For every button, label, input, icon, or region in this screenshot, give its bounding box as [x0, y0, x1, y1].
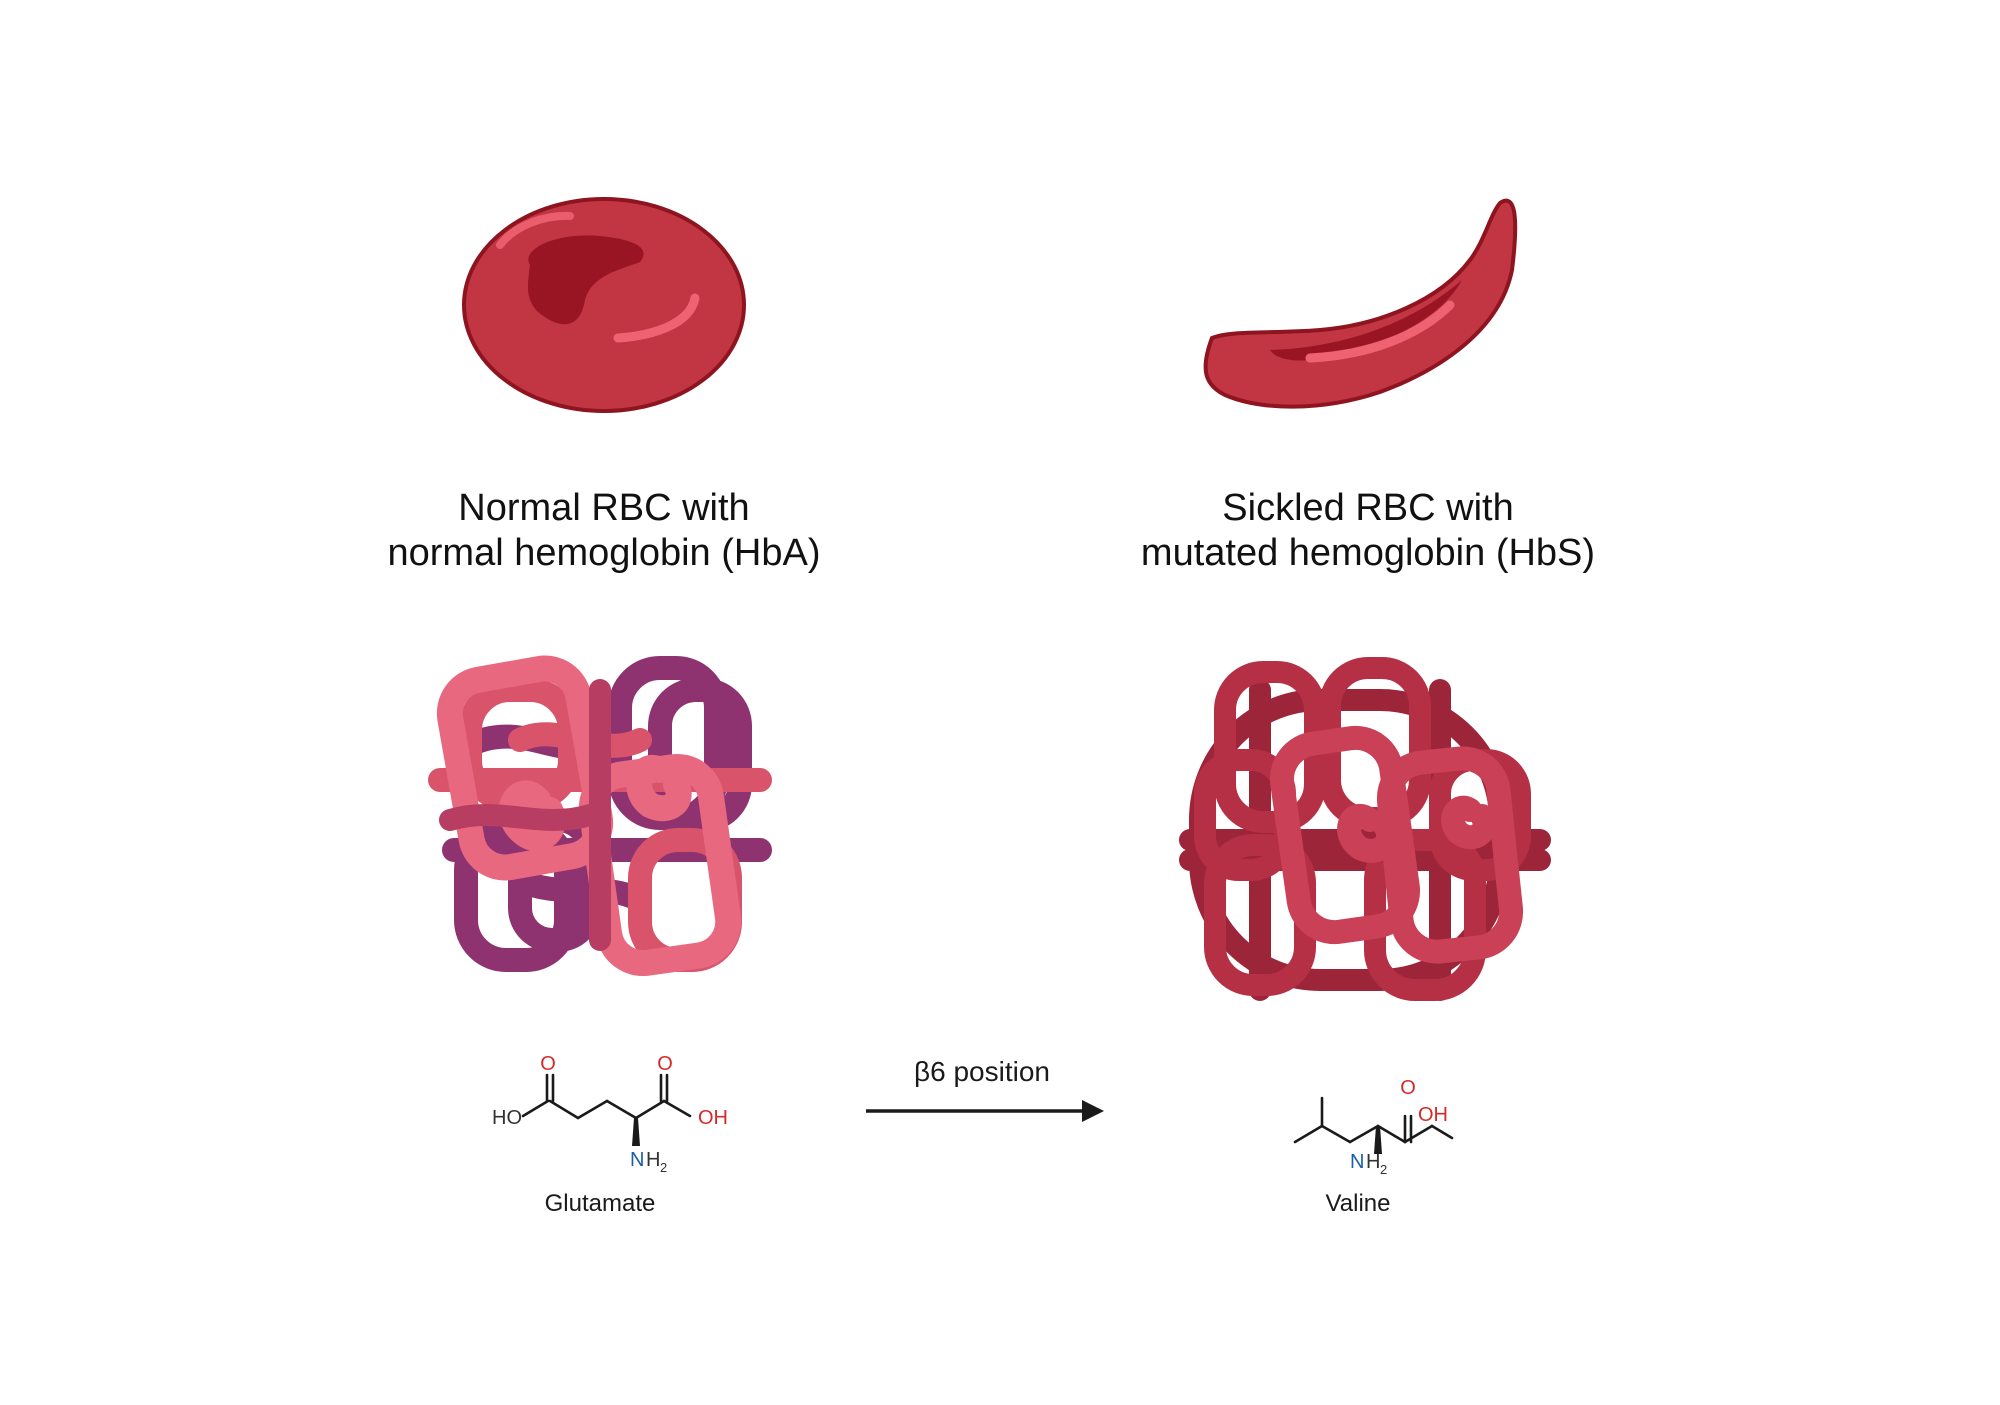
mutated-hemoglobin-structure: [1179, 657, 1551, 1001]
title-line: Normal RBC with: [458, 487, 750, 529]
title-line: mutated hemoglobin (HbS): [1140, 532, 1596, 574]
title-line: Sickled RBC with: [1222, 487, 1514, 529]
oxygen-label: O: [540, 1053, 556, 1075]
subscript-label: 2: [1380, 1162, 1387, 1177]
normal-rbc: [462, 197, 746, 413]
normal-hemoglobin-structure: [428, 655, 772, 977]
nitrogen-label: N: [1350, 1151, 1364, 1173]
glutamate-structure: O HO O OH N H 2: [492, 1053, 728, 1175]
glutamate-label: Glutamate: [544, 1190, 656, 1217]
valine-structure: O OH N H 2: [1293, 1077, 1454, 1177]
hydroxyl-label: HO: [492, 1107, 522, 1129]
hydroxyl-label: OH: [1418, 1104, 1448, 1126]
wedge-bond: [1374, 1126, 1382, 1154]
valine-label: Valine: [1325, 1190, 1391, 1217]
oxygen-label: O: [657, 1053, 673, 1075]
nitrogen-label: N: [630, 1149, 644, 1171]
title-line: normal hemoglobin (HbA): [387, 532, 821, 574]
sickled-rbc-title: Sickled RBC with mutated hemoglobin (HbS…: [1018, 486, 1718, 576]
beta6-position-label: β6 position: [914, 1056, 1050, 1087]
subscript-label: 2: [660, 1160, 667, 1175]
normal-rbc-title: Normal RBC with normal hemoglobin (HbA): [254, 486, 954, 576]
hydroxyl-label: OH: [698, 1107, 728, 1129]
sickled-rbc: [1203, 198, 1518, 409]
mutation-arrow: [866, 1100, 1104, 1122]
hydrogen-label: H: [1366, 1151, 1380, 1173]
oxygen-label: O: [1400, 1077, 1416, 1099]
hydrogen-label: H: [646, 1149, 660, 1171]
wedge-bond: [632, 1118, 640, 1146]
